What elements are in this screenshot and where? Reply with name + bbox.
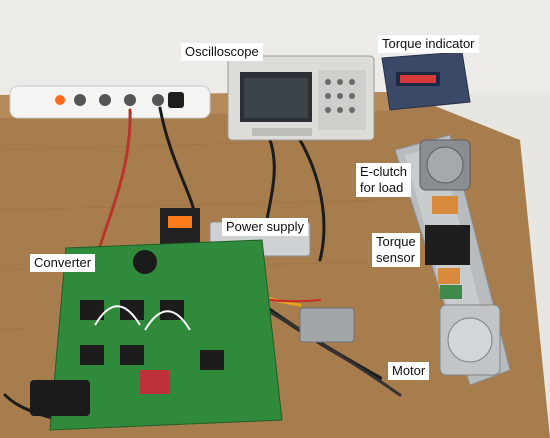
e-clutch-label-line2: for load <box>360 180 404 195</box>
torque-sensor-label-line2: sensor <box>376 250 416 265</box>
power-strip <box>9 85 211 119</box>
converter-label: Converter <box>30 254 96 272</box>
torque-indicator-label: Torque indicator <box>378 35 479 53</box>
torque-indicator-device <box>381 51 471 111</box>
test-rig <box>394 134 511 386</box>
converter-board <box>30 239 283 431</box>
oscilloscope-device <box>227 55 375 141</box>
power-supply-label: Power supply <box>222 218 309 236</box>
e-clutch-label-line1: E-clutch <box>360 164 407 179</box>
motor-label: Motor <box>388 362 430 380</box>
e-clutch-label: E-clutch for load <box>356 163 411 197</box>
oscilloscope-label: Oscilloscope <box>181 43 263 61</box>
torque-sensor-label-line1: Torque <box>376 234 416 249</box>
torque-sensor-label: Torque sensor <box>372 233 420 267</box>
